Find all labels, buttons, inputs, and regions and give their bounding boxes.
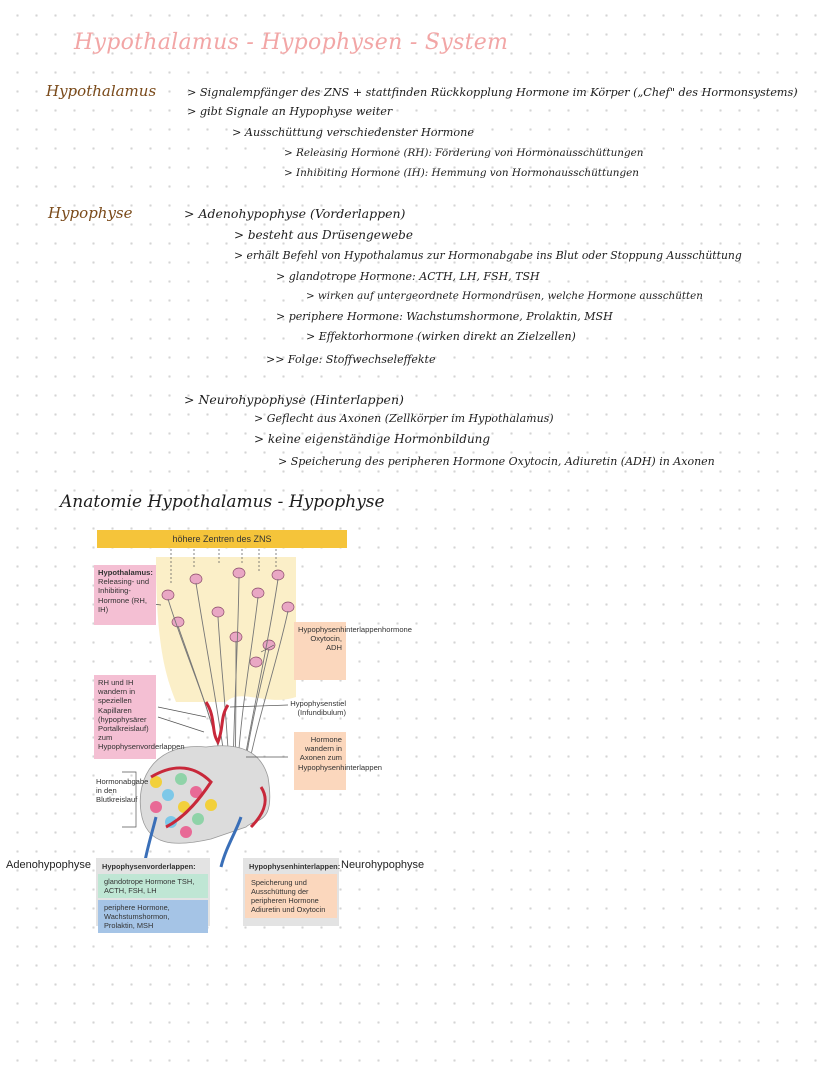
page-title: Hypothalamus - Hypophysen - System: [74, 30, 509, 55]
note-line: > Signalempfänger des ZNS + stattfinden …: [187, 86, 798, 99]
hormone-wandern-box: Hormone wandern in Axonen zum Hypophysen…: [294, 732, 382, 790]
hypophyse-heading: Hypophyse: [48, 204, 133, 222]
hinterlappen-hormone-box: Hypophysenhinterlappenhormone Oxytocin, …: [294, 622, 412, 680]
note-line: > periphere Hormone: Wachstumshormone, P…: [276, 310, 613, 323]
vorderlappen-legend-title: Hypophysenvorderlappen:: [102, 862, 196, 871]
note-line: > Speicherung des peripheren Hormone Oxy…: [278, 455, 715, 468]
rh-ih-box: RH und IH wandern in speziellen Kapillar…: [94, 675, 185, 759]
hypothalamus-heading: Hypothalamus: [46, 82, 157, 100]
hinterlappen-legend-title: Hypophysenhinterlappen:: [249, 862, 341, 871]
note-line: > Ausschüttung verschiedenster Hormone: [232, 126, 474, 139]
note-line: > erhält Befehl von Hypothalamus zur Hor…: [234, 249, 742, 262]
cns-banner: höhere Zentren des ZNS: [97, 530, 347, 548]
note-line: > Releasing Hormone (RH): Förderung von …: [284, 147, 644, 159]
note-line: > Adenohypophyse (Vorderlappen): [184, 206, 406, 221]
hinterlappen-entry: Speicherung und Ausschüttung der periphe…: [245, 874, 337, 918]
note-line: > gibt Signale an Hypophyse weiter: [187, 105, 393, 118]
note-line: > glandotrope Hormone: ACTH, LH, FSH, TS…: [276, 270, 540, 283]
note-line: > Inhibiting Hormone (IH): Hemmung von H…: [284, 167, 639, 179]
periphere-entry: periphere Hormone, Wachstumshormon, Prol…: [98, 900, 208, 933]
hormonabgabe-label: Hormonabgabe in den Blutkreislauf: [96, 777, 149, 804]
note-line: > wirken auf untergeordnete Hormondrüsen…: [306, 290, 703, 302]
hinterlappen-legend: Hypophysenhinterlappen: Speicherung und …: [243, 858, 341, 926]
pituitary-illustration: [93, 549, 296, 868]
hypothalamus-box-text: Releasing- und Inhibiting-Hormone (RH, I…: [98, 577, 150, 614]
stiel-label: Hypophysenstiel (Infundibulum): [290, 699, 346, 717]
note-line: > Neurohypophyse (Hinterlappen): [184, 392, 404, 407]
hypothalamus-box: Hypothalamus: Releasing- und Inhibiting-…: [94, 565, 156, 625]
adenohypophyse-label: Adenohypophyse: [6, 859, 92, 871]
neurohypophyse-label: Neurohypophyse: [341, 859, 425, 871]
vorderlappen-legend: Hypophysenvorderlappen: glandotrope Horm…: [96, 858, 210, 933]
pituitary-figure: [6, 527, 422, 937]
note-line: > Geflecht aus Axonen (Zellkörper im Hyp…: [254, 412, 554, 425]
note-line: > keine eigenständige Hormonbildung: [254, 432, 491, 446]
anatomy-heading: Anatomie Hypothalamus - Hypophyse: [60, 492, 385, 512]
note-line: > besteht aus Drüsengewebe: [234, 228, 413, 242]
note-line: > Effektorhormone (wirken direkt an Ziel…: [306, 330, 576, 343]
note-line: >> Folge: Stoffwechseleffekte: [266, 353, 436, 366]
glandotrope-entry: glandotrope Hormone TSH, ACTH, FSH, LH: [98, 874, 208, 898]
hypothalamus-box-title: Hypothalamus:: [98, 568, 153, 577]
